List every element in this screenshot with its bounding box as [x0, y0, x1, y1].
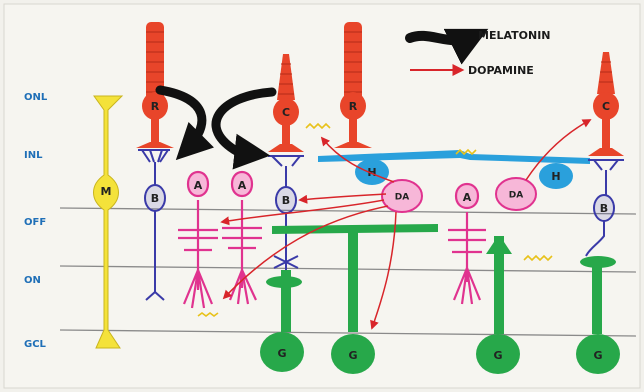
layer-label-inl: INL [24, 150, 43, 161]
horizontal-2-label: H [551, 170, 560, 183]
muller-label: M [101, 185, 112, 198]
ganglion-2-label: G [348, 349, 357, 362]
rod-2-label: R [349, 100, 358, 113]
amacrine-2-label: A [238, 179, 247, 192]
dopaminergic-cell-1: DA [382, 180, 422, 212]
cone-2-label: C [602, 100, 610, 113]
ganglion-1-label: G [277, 347, 286, 360]
ganglion-4-label: G [593, 349, 602, 362]
legend-melatonin-label: MELATONIN [478, 29, 551, 42]
amacrine-1-label: A [194, 179, 203, 192]
dopaminergic-cell-2: DA [496, 178, 536, 210]
cone-1-label: C [282, 106, 290, 119]
dopaminergic-1-label: DA [395, 193, 409, 203]
layer-label-onl: ONL [24, 92, 48, 103]
amacrine-3-label: A [463, 191, 472, 204]
rod-1-label: R [151, 100, 160, 113]
legend-melatonin-arrow [410, 36, 474, 40]
bipolar-2-label: B [282, 194, 290, 207]
dopaminergic-2-label: DA [509, 191, 523, 201]
legend-dopamine-label: DOPAMINE [468, 64, 534, 77]
bipolar-1-label: B [151, 192, 159, 205]
ganglion-3-label: G [493, 349, 502, 362]
layer-label-on: ON [24, 275, 41, 286]
layer-label-gcl: GCL [24, 339, 47, 350]
bipolar-3-label: B [600, 202, 608, 215]
layer-label-off: OFF [24, 217, 46, 228]
